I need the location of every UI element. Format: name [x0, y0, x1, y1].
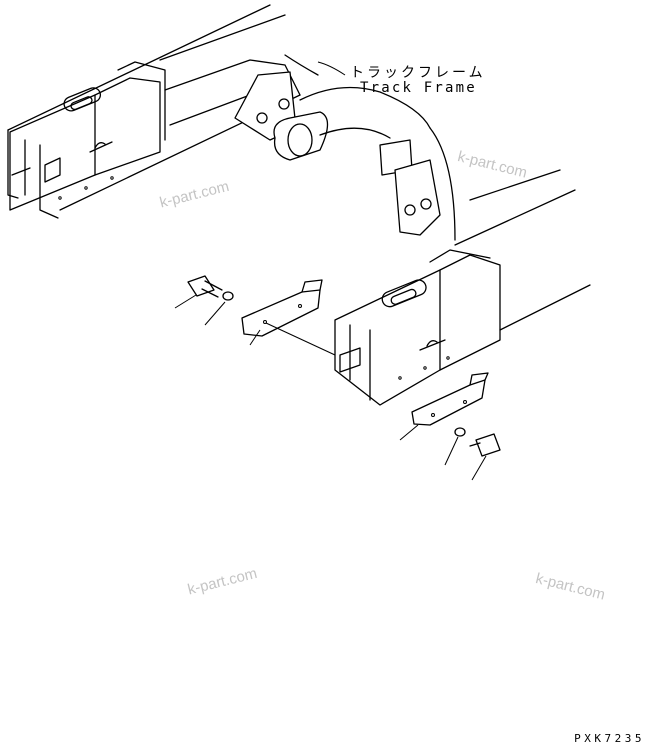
- right-cover-assembly: [399, 372, 501, 481]
- lower-track-frame: [334, 169, 591, 406]
- drawing-code: PXK7235: [574, 732, 645, 745]
- center-linkage: [164, 54, 456, 241]
- upper-track-frame: [7, 4, 301, 219]
- track-frame-label-jp: トラックフレーム: [350, 65, 486, 81]
- left-cover-assembly: [174, 275, 336, 356]
- track-frame-label-en: Track Frame: [360, 80, 477, 96]
- label-leader-line: [317, 61, 346, 76]
